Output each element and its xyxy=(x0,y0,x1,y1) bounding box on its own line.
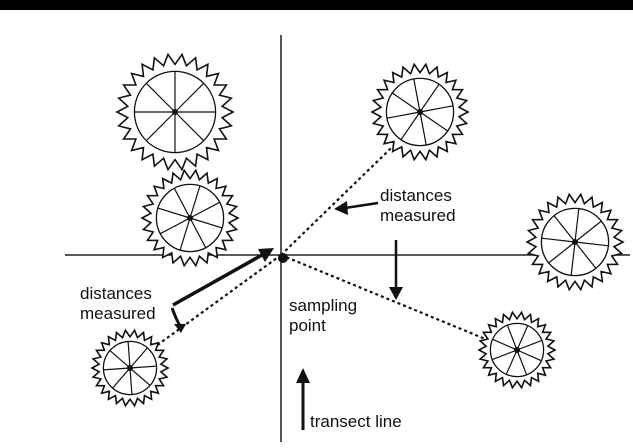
arrow-icon xyxy=(296,368,310,430)
tree-crown-icon xyxy=(115,52,235,172)
tree-crown-icon xyxy=(140,168,240,268)
arrow-icon xyxy=(334,201,379,215)
label-line: measured xyxy=(380,206,456,225)
tree-crown-icon xyxy=(90,328,170,408)
distances-measured-label-right: distances measured xyxy=(380,186,456,226)
sampling-point-dot xyxy=(278,253,288,263)
tree-crown-icon xyxy=(370,62,470,162)
distances-measured-label-left: distances measured xyxy=(80,284,156,324)
transect-line-label: transect line xyxy=(310,412,402,431)
distance-lines xyxy=(129,119,518,366)
top-border-bar xyxy=(0,0,633,10)
label-line: sampling xyxy=(289,296,358,315)
tree-crown-icon xyxy=(525,192,625,292)
arrow-icon xyxy=(170,307,186,333)
label-line: distances xyxy=(380,186,452,205)
arrows xyxy=(170,201,403,430)
tree-crown-icon xyxy=(477,310,557,390)
label-line: distances xyxy=(80,284,152,303)
trees xyxy=(90,52,625,408)
arrow-icon xyxy=(172,248,274,307)
label-line: measured xyxy=(80,304,156,323)
arrow-icon xyxy=(389,240,403,300)
sampling-point-label: sampling point xyxy=(289,296,357,336)
label-line: point xyxy=(289,316,326,335)
